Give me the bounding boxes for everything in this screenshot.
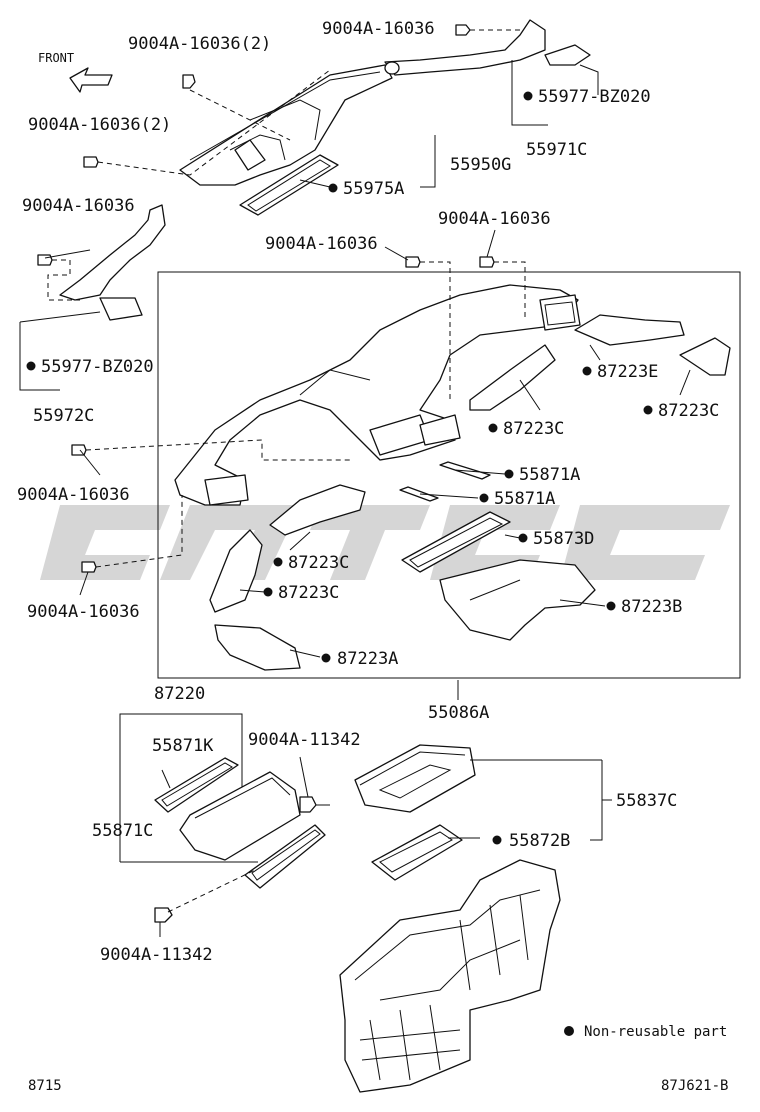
- label-55871C: 55871C: [92, 821, 153, 841]
- label-87223C-b: 87223C: [503, 419, 564, 439]
- label-87223A: 87223A: [337, 649, 398, 669]
- label-bolt-11342-top: 9004A-11342: [248, 730, 361, 750]
- gasket-55871K: [154, 757, 239, 813]
- bolt-11342-upper: [299, 796, 330, 813]
- duct-pad-87223C-mid: [469, 344, 556, 411]
- label-87223E: 87223E: [597, 362, 658, 382]
- duct-pad-87223A: [214, 624, 301, 671]
- label-bolt-mid-a: 9004A-16036: [265, 234, 378, 254]
- label-55871K: 55871K: [152, 736, 214, 756]
- main-duct-frame: [157, 271, 741, 679]
- label-55872B: 55872B: [509, 831, 570, 851]
- gasket-55873D: [401, 511, 511, 573]
- footer-left-code: 8715: [28, 1078, 62, 1094]
- duct-pad-87223C-upper: [269, 484, 366, 536]
- footer-right-code: 87J621-B: [661, 1078, 728, 1094]
- bolt-11342-lower: [154, 907, 173, 923]
- label-55837C: 55837C: [616, 791, 677, 811]
- defroster-duct: [179, 64, 393, 186]
- duct-pad-87223B: [439, 559, 596, 641]
- label-55972C: 55972C: [33, 406, 94, 426]
- duct-pad-87223C-right: [679, 337, 731, 376]
- watermark-logo: [40, 505, 730, 580]
- label-55977-right: 55977-BZ020: [538, 87, 651, 107]
- side-duct-55972C: [59, 204, 166, 321]
- label-55977-left: 55977-BZ020: [41, 357, 154, 377]
- label-55975A: 55975A: [343, 179, 404, 199]
- label-55871A-b: 55871A: [494, 489, 555, 509]
- label-bolt-top: 9004A-16036: [322, 19, 435, 39]
- dashed-lines: [47, 29, 526, 913]
- duct-55871C: [179, 771, 326, 889]
- label-87223B: 87223B: [621, 597, 682, 617]
- leader-lines: [19, 60, 691, 937]
- grille-55871A-b: [399, 486, 439, 502]
- main-duct-55086A: [174, 284, 581, 506]
- label-87220: 87220: [154, 684, 205, 704]
- filter-case-55837C: [354, 744, 476, 813]
- duct-pad-87223C-lower: [209, 529, 263, 613]
- gasket-55975A: [239, 154, 339, 216]
- label-bolt-left-2: 9004A-16036(2): [28, 115, 171, 135]
- label-55871A-a: 55871A: [519, 465, 580, 485]
- duct-pad-87223E: [574, 314, 685, 346]
- label-87223C-a: 87223C: [658, 401, 719, 421]
- bracket-87220: [119, 713, 243, 862]
- label-55950G: 55950G: [450, 155, 511, 175]
- side-duct-55971C: [384, 19, 591, 76]
- label-bolt-top-left-2: 9004A-16036(2): [128, 34, 271, 54]
- label-bolt-box-left-bottom: 9004A-16036: [27, 602, 140, 622]
- legend-non-reusable: Non-reusable part: [584, 1024, 727, 1040]
- label-bolt-11342-bottom: 9004A-11342: [100, 945, 213, 965]
- label-87223C-c: 87223C: [288, 553, 349, 573]
- label-bolt-box-left-top: 9004A-16036: [17, 485, 130, 505]
- label-55086A: 55086A: [428, 703, 489, 723]
- label-55971C: 55971C: [526, 140, 587, 160]
- part-labels: 9004A-16036 9004A-16036(2) 9004A-16036(2…: [17, 19, 719, 965]
- bolts: [37, 24, 495, 573]
- label-bolt-left: 9004A-16036: [22, 196, 135, 216]
- gasket-55872B: [371, 824, 463, 881]
- label-55873D: 55873D: [533, 529, 594, 549]
- front-arrow: FRONT: [38, 51, 113, 93]
- front-label: FRONT: [38, 51, 74, 65]
- non-reusable-markers: [26, 91, 653, 1036]
- label-87223C-d: 87223C: [278, 583, 339, 603]
- heater-unit: [339, 859, 561, 1093]
- label-bolt-mid-b: 9004A-16036: [438, 209, 551, 229]
